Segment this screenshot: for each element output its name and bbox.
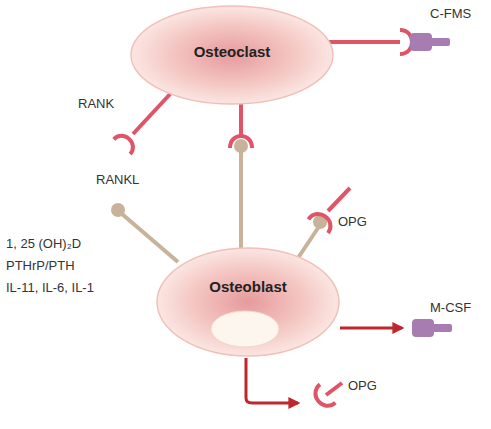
cfms-stalk — [328, 40, 400, 44]
rankl-stalk — [122, 214, 178, 262]
rankl-ball — [111, 203, 125, 217]
mcsf-ligand-tail — [430, 38, 450, 46]
mcsf-ligand-tail — [432, 324, 452, 332]
cell-shape — [156, 247, 340, 357]
rank-stalk — [133, 92, 172, 134]
molecule-label: RANK — [78, 96, 114, 112]
molecule-label: RANKL — [96, 172, 139, 188]
molecule-label: OPG — [348, 378, 377, 394]
secretion-arrow — [246, 358, 298, 403]
cell-name: Osteoclast — [194, 43, 271, 60]
molecule-label: OPG — [338, 214, 367, 230]
opg-stalk — [328, 188, 350, 211]
molecule-label: M-CSF — [430, 300, 471, 316]
molecule-label: IL-11, IL-6, IL-1 — [6, 280, 94, 296]
opg-cup — [308, 209, 335, 233]
opg-stalk — [326, 383, 342, 395]
molecule-label: 1, 25 (OH)₂D — [6, 236, 81, 252]
secretion-arrow — [340, 327, 402, 330]
mcsf-ligand — [410, 33, 432, 51]
mcsf-ligand — [412, 319, 434, 337]
rank-cup — [114, 132, 137, 155]
molecule-label: C-FMS — [430, 6, 471, 22]
cell-ellipse: Osteoclast — [130, 5, 334, 105]
molecule-label: PTHrP/PTH — [6, 258, 75, 274]
cell-name: Osteoblast — [209, 278, 287, 295]
rank-rankl-bond — [230, 104, 252, 248]
rankl-stalk — [298, 228, 318, 258]
cell-ellipse: Osteoblast — [156, 247, 340, 357]
